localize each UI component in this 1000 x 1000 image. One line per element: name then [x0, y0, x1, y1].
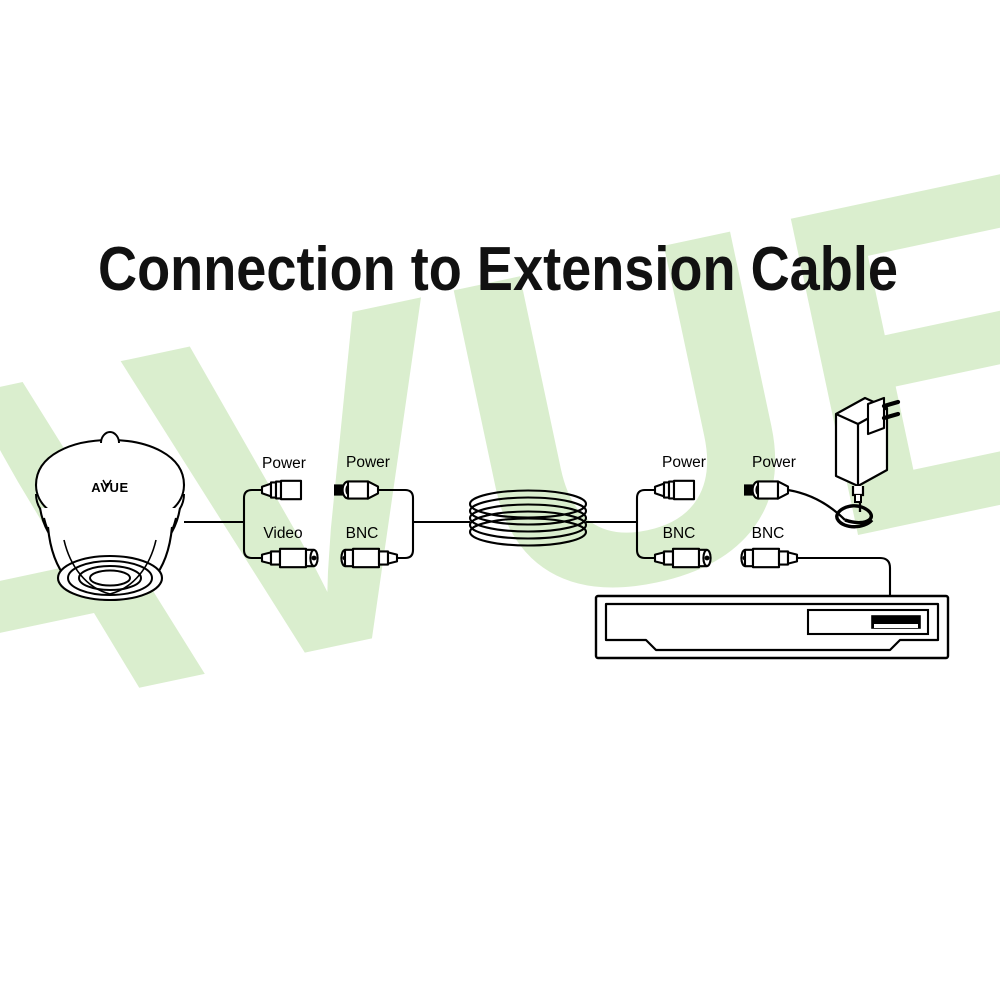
extension-right-wires [586, 488, 655, 560]
extension-left-wires [378, 488, 470, 560]
label-extension-left-bnc: BNC [346, 525, 379, 542]
label-camera-video: Video [263, 525, 302, 542]
label-camera-power: Power [262, 455, 306, 472]
avue-logo-check-icon [102, 479, 112, 489]
label-extension-left-power: Power [346, 454, 390, 471]
extension-left-bnc-connector [340, 547, 399, 569]
label-adapter-power: Power [752, 454, 796, 471]
camera-video-connector [260, 547, 319, 569]
dvr-recorder [594, 594, 950, 660]
connector-label-group: Power Video Power BNC Power BNC Power BN… [262, 454, 796, 542]
camera-pigtail-wires [184, 488, 262, 560]
dome-camera [34, 430, 186, 602]
label-extension-right-bnc: BNC [663, 525, 696, 542]
camera-brand-label: AVUE [91, 480, 129, 495]
coiled-extension-cable [468, 489, 588, 547]
dvr-bnc-connector [740, 547, 799, 569]
dvr-cable [797, 556, 892, 596]
extension-right-bnc-connector [653, 547, 712, 569]
power-adapter-brick [834, 396, 901, 503]
label-dvr-bnc: BNC [752, 525, 785, 542]
page-title: Connection to Extension Cable [98, 235, 898, 304]
label-extension-right-power: Power [662, 454, 706, 471]
